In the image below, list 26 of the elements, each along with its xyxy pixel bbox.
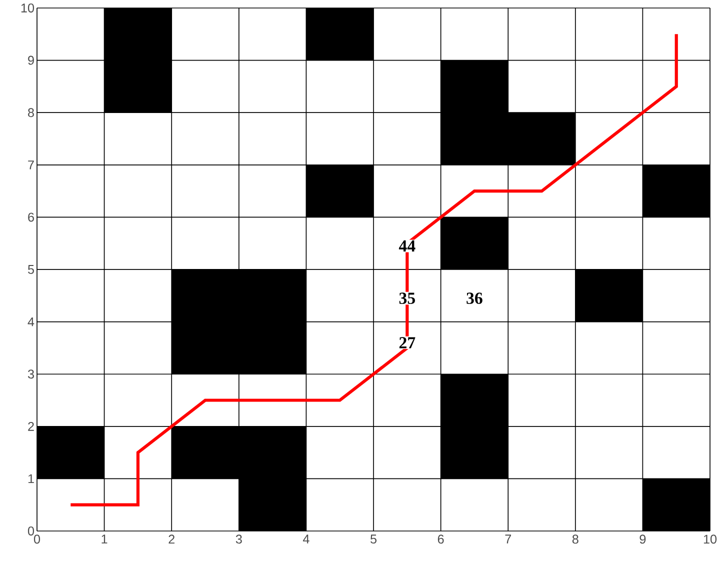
axis-tick-label: 4 — [28, 317, 34, 326]
axis-tick-label: 0 — [34, 534, 40, 544]
axis-tick-label: 3 — [236, 534, 242, 544]
axis-tick-label: 8 — [28, 108, 34, 118]
axis-tick-label: 6 — [28, 212, 34, 222]
axis-tick-label: 2 — [168, 534, 174, 544]
axis-tick-label: 1 — [28, 474, 34, 484]
axis-tick-label: 8 — [572, 534, 578, 544]
cell-number: 35 — [398, 292, 416, 305]
axis-tick-label: 5 — [28, 265, 34, 274]
cell-number: 36 — [465, 292, 484, 305]
axis-tick-label: 5 — [370, 534, 376, 544]
axis-tick-label: 1 — [102, 534, 108, 544]
axis-tick-label: 7 — [28, 160, 34, 170]
cell-number: 44 — [398, 240, 416, 252]
axis-tick-label: 10 — [704, 534, 717, 544]
axis-tick-label: 2 — [28, 422, 34, 431]
axis-tick-label: 9 — [640, 534, 646, 544]
axis-tick-label: 3 — [28, 370, 34, 379]
axis-tick-label: 0 — [28, 526, 34, 536]
axis-tick-label: 4 — [302, 534, 310, 544]
cell-number: 27 — [398, 336, 416, 349]
axis-tick-label: 9 — [28, 56, 34, 65]
axis-tick-label: 10 — [21, 4, 34, 12]
axis-tick-label: 7 — [505, 534, 511, 544]
axis-tick-label: 6 — [438, 534, 444, 544]
